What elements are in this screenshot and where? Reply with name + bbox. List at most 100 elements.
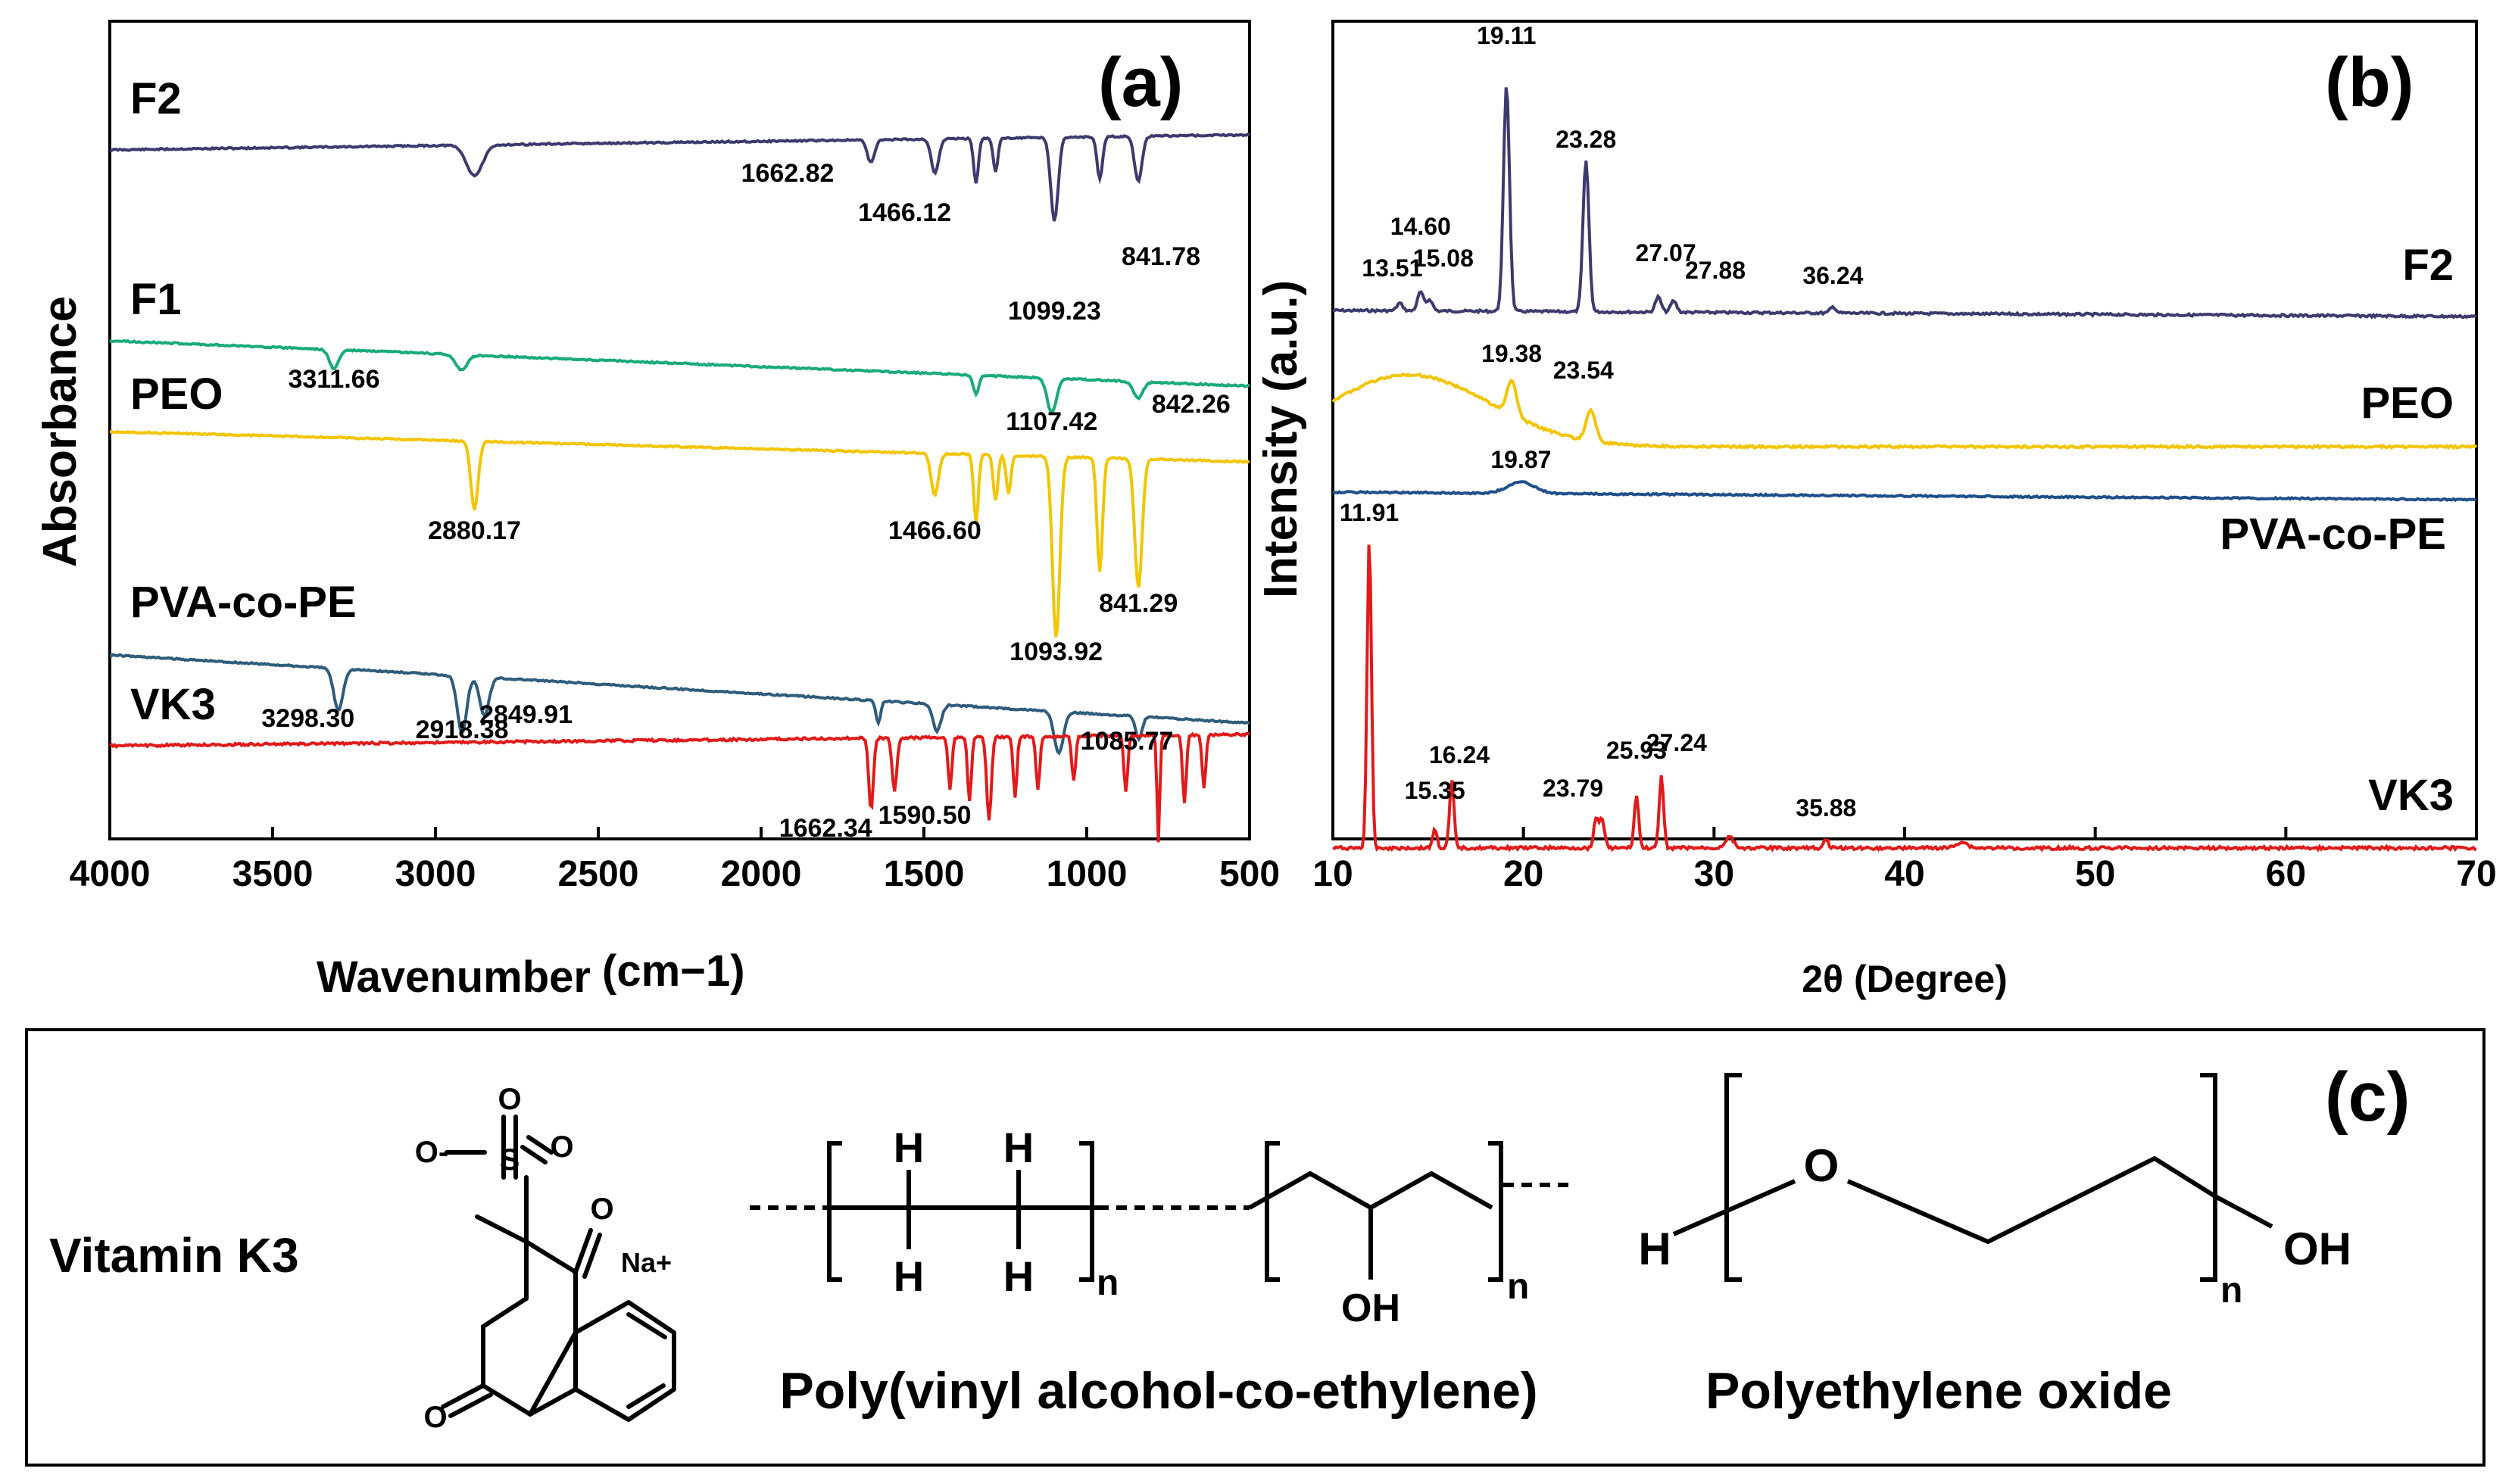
ftir-peak-label-peo-1093-92: 1093.92 xyxy=(1009,638,1103,666)
vk3-structure xyxy=(441,1115,676,1422)
ftir-curves xyxy=(108,132,1251,843)
ftir-peak-label-f2-1466-12: 1466.12 xyxy=(858,198,951,227)
panel-c-label: (c) xyxy=(2325,1058,2410,1136)
ftir-series-name-pva-co-pe: PVA-co-PE xyxy=(130,578,357,627)
ftir-curve-f2 xyxy=(109,132,1251,222)
pva-h-bottom-1: H xyxy=(894,1252,924,1300)
ftir-curve-pva-co-pe xyxy=(109,653,1251,756)
structures-frame xyxy=(25,1028,2485,1467)
xrd-peak-label-vk3-27-24: 27.24 xyxy=(1646,729,1707,756)
ftir-tick-label-1000: 1000 xyxy=(1047,854,1128,894)
ftir-peak-label-pva-co-pe-2849-91: 2849.91 xyxy=(479,700,573,729)
ftir-curve-vk3 xyxy=(109,731,1250,843)
pva-subscript-n-1: n xyxy=(1097,1263,1119,1303)
ftir-curve-f1 xyxy=(108,338,1250,414)
ftir-series-name-peo: PEO xyxy=(130,369,223,419)
xrd-peak-label-f2-36-24: 36.24 xyxy=(1802,262,1863,289)
xrd-series-name-peo: PEO xyxy=(2361,379,2454,428)
xrd-x-ticks: 10 20 30 40 50 60 70 xyxy=(1312,827,2497,894)
ftir-series-name-f1: F1 xyxy=(130,275,182,324)
ftir-x-axis-unit: (cm−1) xyxy=(602,946,745,996)
xrd-series-name-pva-co-pe: PVA-co-PE xyxy=(2220,510,2446,559)
pva-hydroxyl: OH xyxy=(1341,1286,1400,1330)
ftir-peak-label-vk3-1662-34: 1662.34 xyxy=(779,814,872,843)
vk3-carbonyl-oxygen-1: O xyxy=(590,1192,613,1226)
panel-a-label: (a) xyxy=(1098,44,1183,121)
vk3-sodium-ion: Na+ xyxy=(621,1247,672,1278)
ftir-peak-label-f1-842-26: 842.26 xyxy=(1152,390,1231,419)
xrd-y-axis-label: Intensity (a.u.) xyxy=(1255,280,1307,598)
vk3-oxygen-right: O xyxy=(550,1130,573,1164)
xrd-peak-label-vk3-11-91: 11.91 xyxy=(1340,499,1399,526)
xrd-curve-pva-co-pe xyxy=(1332,480,2477,503)
ftir-y-axis-label: Absorbance xyxy=(34,296,86,567)
ftir-tick-label-500: 500 xyxy=(1219,854,1280,894)
ftir-peak-labels: 1662.821466.121099.23841.783311.661107.4… xyxy=(261,159,1231,843)
xrd-peak-label-peo-23-54: 23.54 xyxy=(1553,357,1614,384)
vk3-oxygen-anion: O- xyxy=(415,1136,448,1169)
xrd-peak-label-vk3-23-79: 23.79 xyxy=(1543,775,1603,802)
vk3-oxygen-top: O xyxy=(498,1083,521,1116)
vk3-name: Vitamin K3 xyxy=(49,1228,299,1283)
xrd-peak-label-vk3-16-24: 16.24 xyxy=(1429,741,1490,768)
pva-structure xyxy=(750,1141,1575,1282)
ftir-tick-label-2000: 2000 xyxy=(721,854,802,894)
xrd-series-name-f2: F2 xyxy=(2402,241,2454,290)
xrd-tick-label-10: 10 xyxy=(1312,854,1353,894)
xrd-tick-label-20: 20 xyxy=(1503,854,1543,894)
xrd-peak-label-f2-27-88: 27.88 xyxy=(1685,257,1746,284)
ftir-peak-label-f2-841-78: 841.78 xyxy=(1122,242,1200,271)
peo-h-end: H xyxy=(1638,1224,1671,1274)
peo-hydroxyl-end: OH xyxy=(2283,1224,2351,1274)
ftir-tick-label-4000: 4000 xyxy=(70,854,151,894)
peo-structure xyxy=(1672,1073,2273,1282)
pva-h-top-2: H xyxy=(1003,1124,1034,1171)
pva-subscript-n-2: n xyxy=(1507,1267,1529,1307)
ftir-peak-label-f1-3311-66: 3311.66 xyxy=(288,365,379,394)
xrd-peak-label-peo-19-38: 19.38 xyxy=(1481,340,1542,367)
xrd-curve-f2 xyxy=(1332,87,2477,320)
ftir-peak-label-peo-1466-60: 1466.60 xyxy=(888,516,981,545)
xrd-x-axis-label: 2θ (Degree) xyxy=(1802,958,2008,1000)
ftir-series-name-vk3: VK3 xyxy=(130,680,216,729)
peo-name: Polyethylene oxide xyxy=(1705,1362,2172,1420)
panel-b-label: (b) xyxy=(2325,44,2414,121)
ftir-tick-label-1500: 1500 xyxy=(884,854,965,894)
xrd-tick-label-50: 50 xyxy=(2075,854,2115,894)
xrd-peak-label-pva-co-pe-19-87: 19.87 xyxy=(1490,446,1551,473)
xrd-peak-label-vk3-35-88: 35.88 xyxy=(1796,794,1856,822)
peo-oxygen: O xyxy=(1804,1140,1840,1191)
pva-name: Poly(vinyl alcohol-co-ethylene) xyxy=(779,1362,1537,1420)
xrd-curve-vk3 xyxy=(1332,544,2477,853)
xrd-curves xyxy=(1331,87,2478,853)
ftir-panel: (a) Absorbance Wavenumber (cm−1) 4000 350… xyxy=(34,20,1280,1002)
xrd-peak-label-f2-15-08: 15.08 xyxy=(1413,245,1474,272)
xrd-curve-peo xyxy=(1331,372,2478,450)
ftir-tick-label-3500: 3500 xyxy=(232,854,314,894)
ftir-peak-label-peo-2880-17: 2880.17 xyxy=(428,516,521,545)
ftir-x-axis-label: Wavenumber xyxy=(317,952,591,1002)
xrd-tick-label-40: 40 xyxy=(1884,854,1924,894)
xrd-peak-label-vk3-25-93: 25.93 xyxy=(1606,737,1667,764)
xrd-peak-label-f2-27-07: 27.07 xyxy=(1636,239,1696,267)
xrd-series-name-vk3: VK3 xyxy=(2368,771,2454,820)
ftir-peak-label-f2-1099-23: 1099.23 xyxy=(1008,297,1101,326)
xrd-peak-label-f2-14-60: 14.60 xyxy=(1390,213,1451,240)
xrd-peak-label-f2-23-28: 23.28 xyxy=(1556,126,1616,153)
ftir-curve-peo xyxy=(109,429,1250,638)
ftir-peak-label-f1-1107-42: 1107.42 xyxy=(1006,407,1097,436)
xrd-tick-label-70: 70 xyxy=(2456,854,2496,894)
xrd-peak-label-f2-19-11: 19.11 xyxy=(1477,22,1536,49)
ftir-peak-label-peo-841-29: 841.29 xyxy=(1099,589,1178,618)
xrd-tick-label-60: 60 xyxy=(2266,854,2306,894)
pva-h-top-1: H xyxy=(894,1124,924,1171)
ftir-tick-label-2500: 2500 xyxy=(558,854,639,894)
xrd-tick-label-30: 30 xyxy=(1694,854,1734,894)
ftir-series-name-f2: F2 xyxy=(130,74,182,123)
ftir-peak-label-pva-co-pe-1085-77: 1085.77 xyxy=(1081,727,1174,756)
